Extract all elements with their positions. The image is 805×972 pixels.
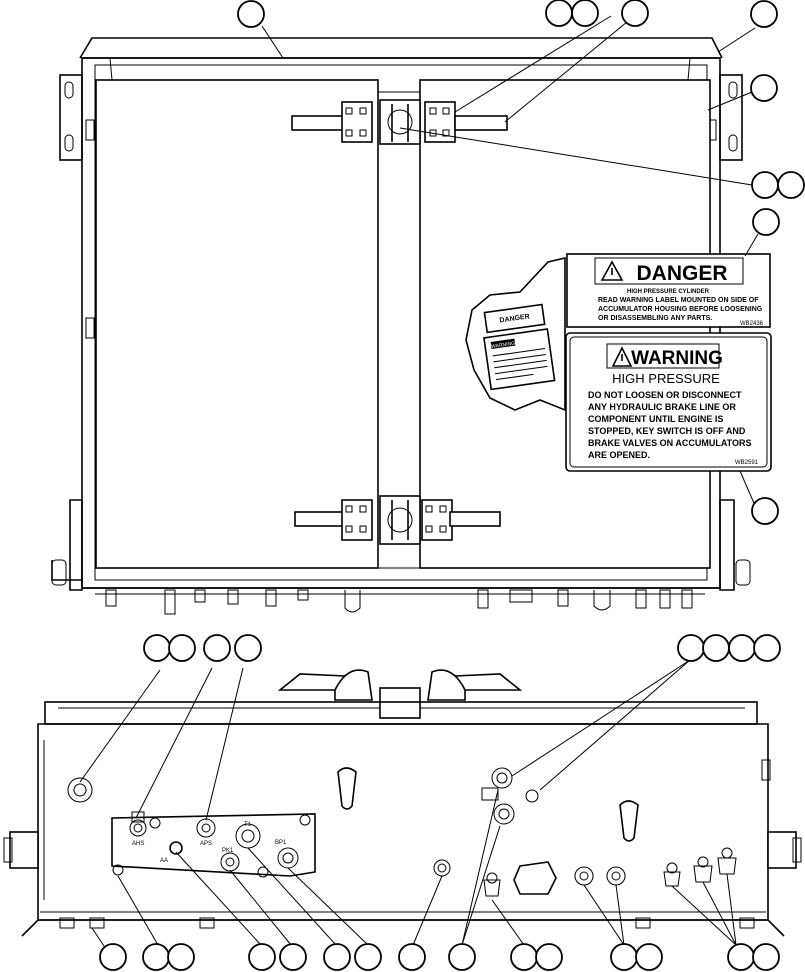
callout-balloon: [535, 943, 563, 971]
leader-lines: [79, 15, 759, 956]
callout-balloon: [571, 0, 599, 27]
danger-decal: DANGER HIGH PRESSURE CYLINDER READ WARNI…: [566, 253, 771, 328]
callout-balloon: [354, 943, 382, 971]
callout-balloon: [237, 0, 265, 28]
port-label-bp1: BP1: [275, 840, 287, 846]
warning-body-line-6: ARE OPENED.: [588, 450, 650, 460]
danger-body-line-2: ACCUMULATOR HOUSING BEFORE LOOSENING: [598, 306, 763, 313]
callout-balloon: [702, 634, 730, 662]
danger-body-line-3: OR DISASSEMBLING ANY PARTS.: [598, 315, 712, 322]
bottom-fittings: [105, 589, 693, 615]
lower-latch: [294, 495, 501, 545]
callout-balloon: [621, 0, 649, 27]
warning-body-line-1: DO NOT LOOSEN OR DISCONNECT: [588, 390, 742, 400]
callout-balloon: [677, 634, 705, 662]
upper-latch: [291, 99, 508, 145]
callout-balloon: [750, 0, 778, 28]
callout-balloon: [99, 943, 127, 971]
callout-balloon: [750, 74, 778, 102]
warning-body-line-4: STOPPED, KEY SWITCH IS OFF AND: [588, 426, 746, 436]
danger-body-line-1: READ WARNING LABEL MOUNTED ON SIDE OF: [598, 297, 759, 304]
callout-balloon: [752, 208, 780, 236]
warning-part-no: WB2591: [735, 460, 759, 466]
port-label-aa: AA: [160, 858, 168, 864]
callout-balloon: [279, 943, 307, 971]
callout-balloon: [143, 634, 171, 662]
danger-header: DANGER: [636, 262, 727, 285]
danger-subtitle: HIGH PRESSURE CYLINDER: [627, 289, 710, 295]
callout-balloons: [99, 0, 805, 971]
callout-balloon: [728, 634, 756, 662]
callout-balloon: [323, 943, 351, 971]
callout-balloon: [752, 943, 780, 971]
callout-balloon: [751, 171, 779, 199]
mini-warning-text: WARNING: [491, 341, 516, 350]
decal-zoom-area: DANGER WARNING: [465, 256, 566, 412]
warning-header: WARNING: [631, 348, 723, 369]
mini-danger-text: DANGER: [499, 313, 530, 324]
callout-balloon: [545, 0, 573, 27]
callout-balloon: [777, 171, 805, 199]
callout-balloon: [203, 634, 231, 662]
warning-decal: WARNING HIGH PRESSURE DO NOT LOOSEN OR D…: [565, 332, 772, 472]
warning-subtitle: HIGH PRESSURE: [612, 371, 720, 386]
callout-balloon: [142, 943, 170, 971]
callout-balloon: [234, 634, 262, 662]
callout-balloon: [168, 634, 196, 662]
callout-balloon: [753, 634, 781, 662]
cabinet-bottom-view: AHS APS AA PK1 T1 BP1: [3, 669, 802, 937]
port-label-pk1: PK1: [222, 848, 234, 854]
callout-balloon: [751, 497, 779, 525]
callout-balloon: [635, 943, 663, 971]
callout-balloon: [398, 943, 426, 971]
warning-body-line-2: ANY HYDRAULIC BRAKE LINE OR: [588, 402, 736, 412]
callout-balloon: [727, 943, 755, 971]
danger-part-no: WB2436: [740, 321, 764, 327]
port-label-aps: APS: [200, 841, 212, 847]
callout-balloon: [510, 943, 538, 971]
warning-body-line-5: BRAKE VALVES ON ACCUMULATORS: [588, 438, 752, 448]
port-label-ahs: AHS: [132, 841, 144, 847]
warning-body-line-3: COMPONENT UNTIL ENGINE IS: [588, 414, 723, 424]
callout-balloon: [610, 943, 638, 971]
callout-balloon: [448, 943, 476, 971]
callout-balloon: [167, 943, 195, 971]
callout-balloon: [248, 943, 276, 971]
port-label-t1: T1: [244, 822, 252, 828]
